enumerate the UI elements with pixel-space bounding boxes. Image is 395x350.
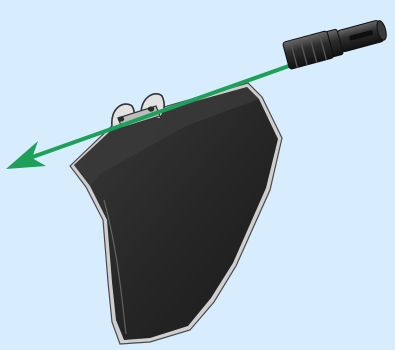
pin-body: [282, 31, 334, 70]
pin-connector: [282, 16, 389, 70]
hinge-hole-2: [148, 106, 154, 111]
panel-piece: [70, 83, 282, 344]
hinge-hole: [118, 116, 124, 121]
